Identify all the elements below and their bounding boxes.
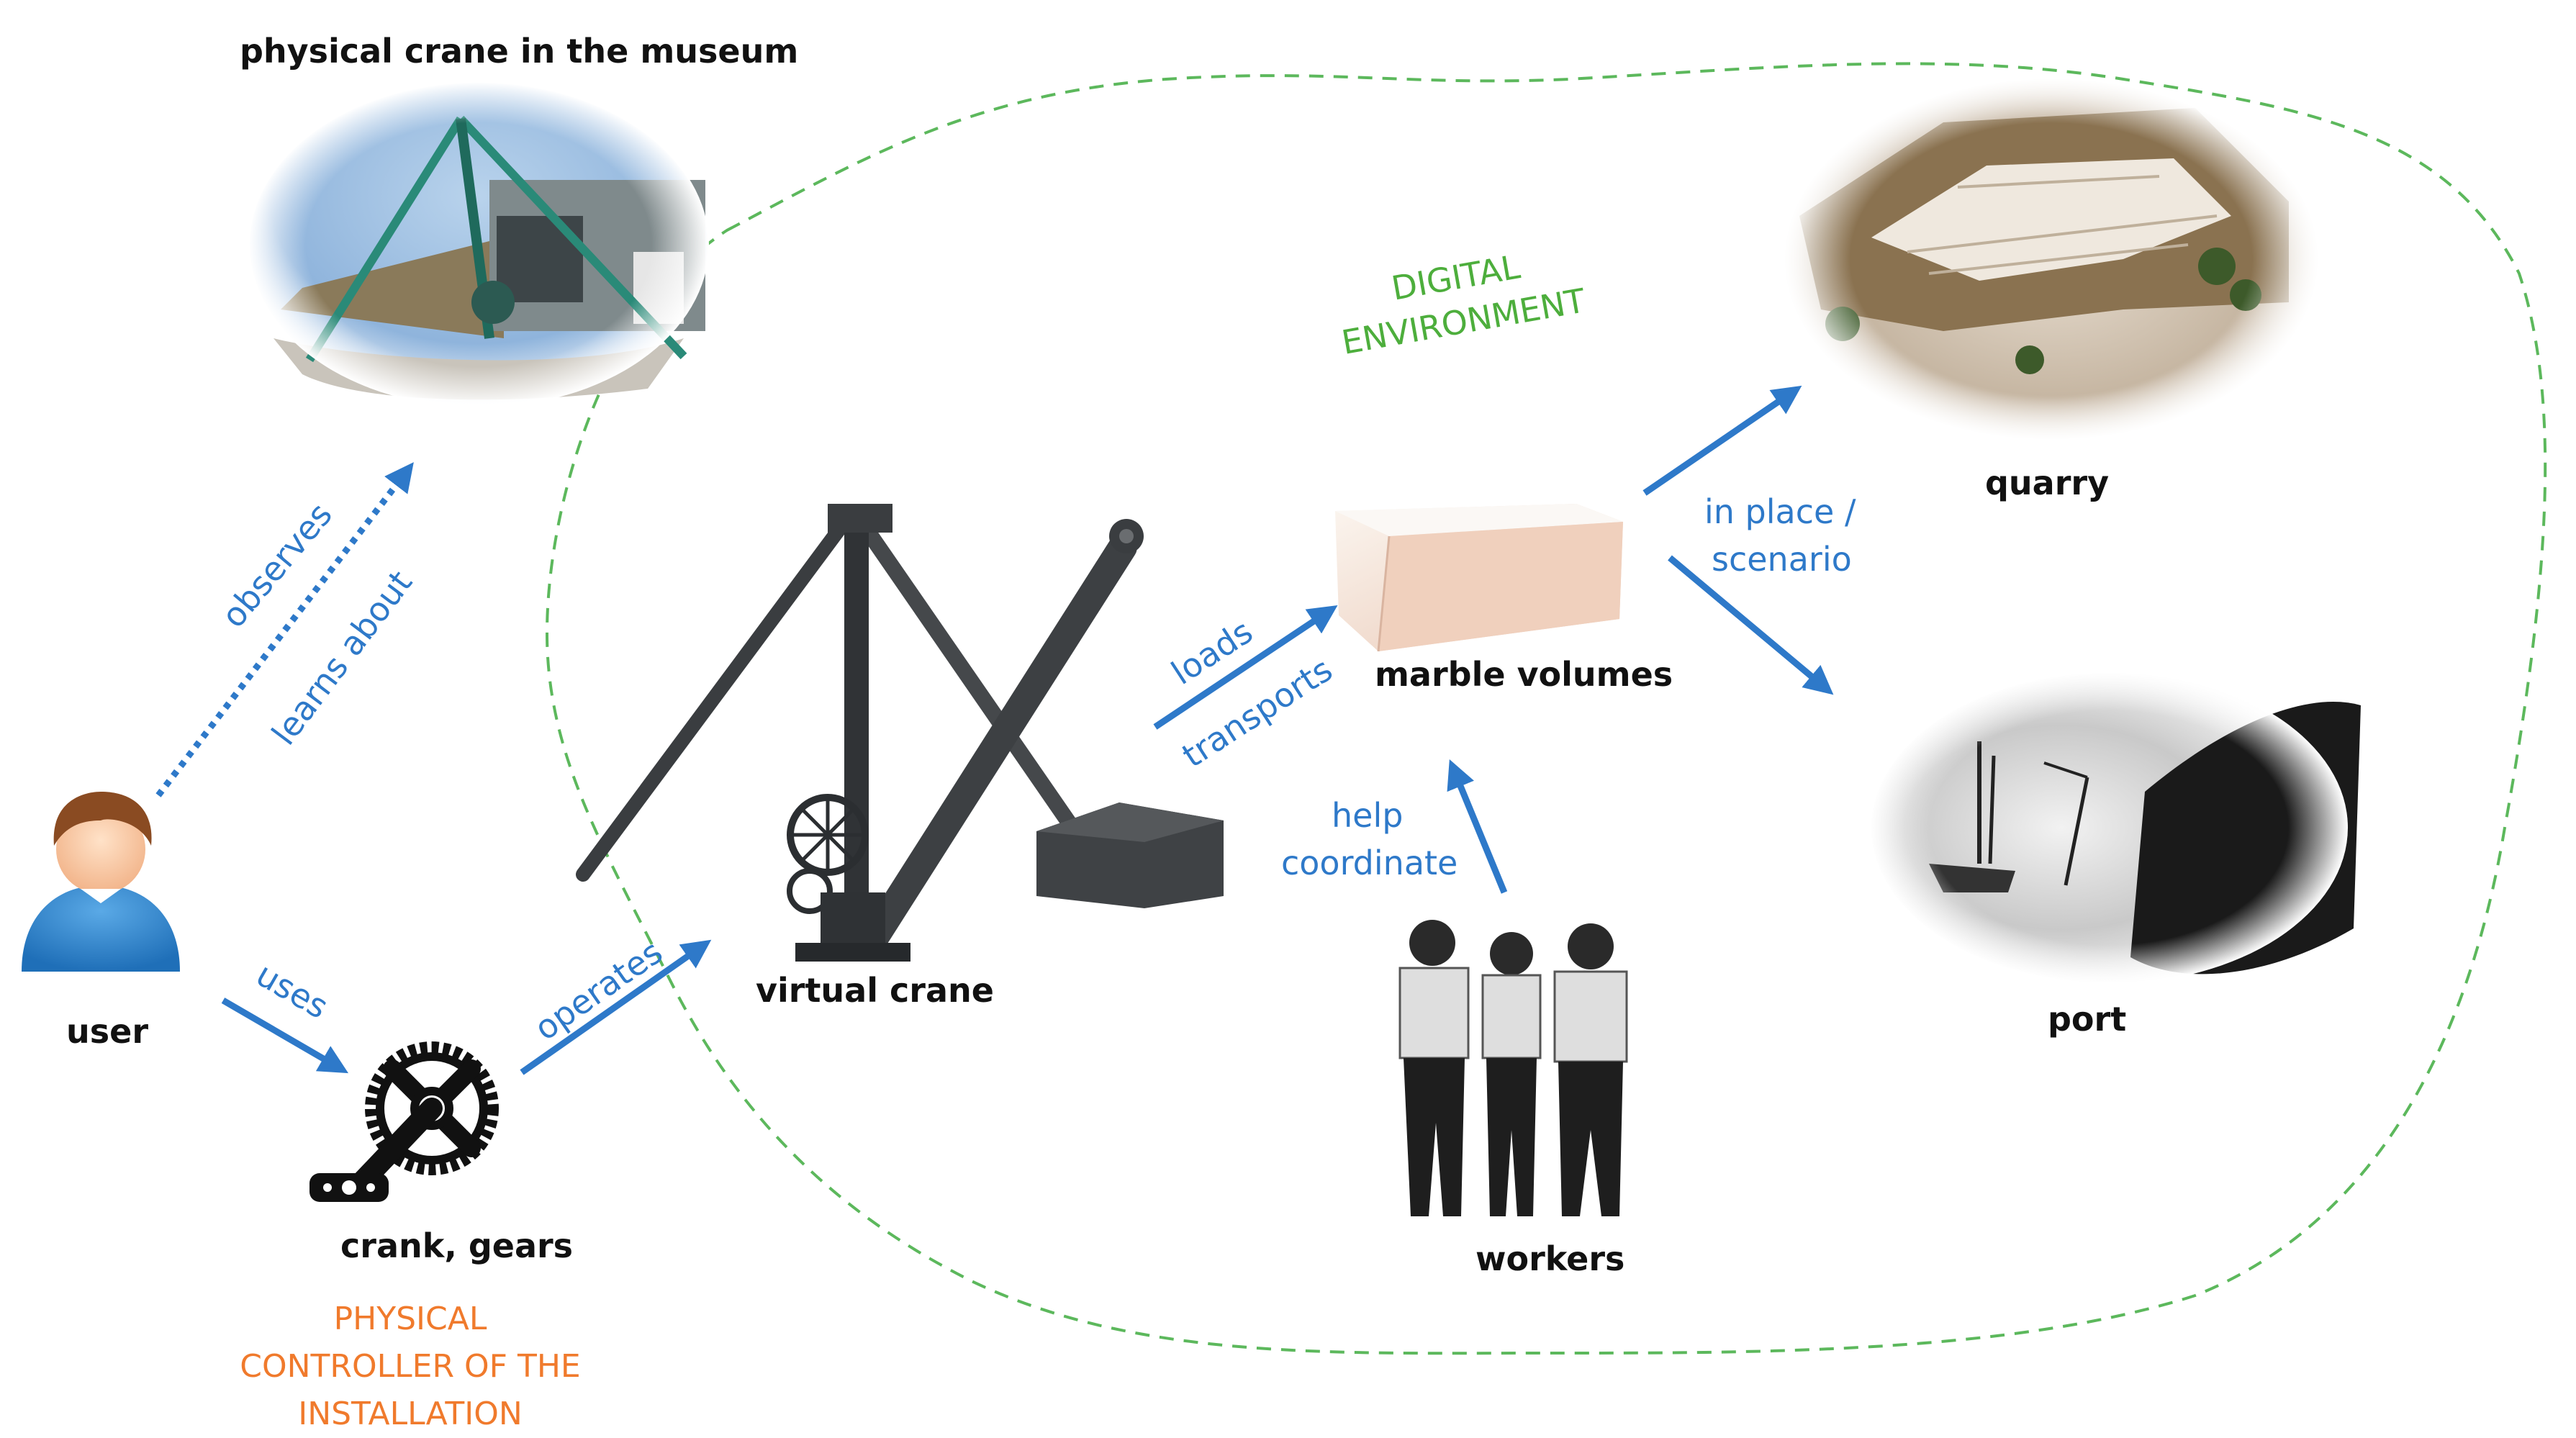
edge-label-scenario: scenario <box>1712 540 1852 579</box>
museum-crane-photo <box>248 82 709 407</box>
quarry-photo <box>1784 78 2319 440</box>
arrow-port <box>1668 555 1834 695</box>
label-quarry: quarry <box>1985 463 2110 502</box>
label-marble-volumes: marble volumes <box>1375 655 1673 694</box>
user-icon <box>22 792 180 972</box>
arrow-uses <box>221 998 349 1074</box>
label-port: port <box>2048 1000 2127 1039</box>
label-crank: crank, gears <box>340 1226 574 1265</box>
crank-gear-icon <box>309 1041 499 1202</box>
label-virtual-crane: virtual crane <box>756 971 994 1010</box>
label-physical-controller: PHYSICAL CONTROLLER OF THE INSTALLATION <box>240 1301 581 1432</box>
arrow-quarry <box>1642 385 1802 496</box>
port-photo <box>1870 671 2361 984</box>
arrow-help <box>1447 759 1508 894</box>
label-workers: workers <box>1475 1239 1625 1278</box>
arrow-loads <box>1153 605 1338 730</box>
edge-label-help: help <box>1332 796 1404 835</box>
label-user: user <box>66 1012 149 1051</box>
label-physical-crane: physical crane in the museum <box>240 32 799 71</box>
marble-block <box>1335 504 1623 652</box>
workers-photo <box>1371 900 1659 1231</box>
arrow-operates <box>520 939 712 1075</box>
edge-label-coordinate: coordinate <box>1281 844 1458 882</box>
digital-environment-boundary <box>545 62 2547 1355</box>
edge-label-in-place: in place / <box>1704 492 1856 531</box>
virtual-crane-model <box>576 504 1224 962</box>
